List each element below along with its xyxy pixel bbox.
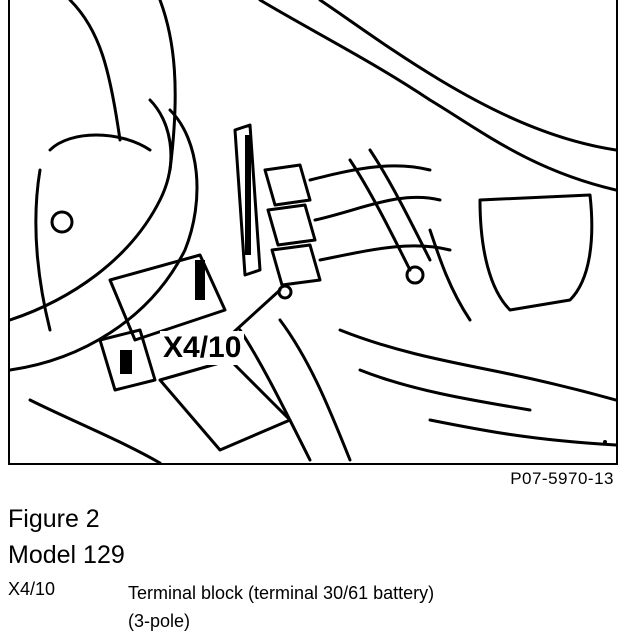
engine-bay-line-drawing [10,0,616,463]
figure-title: Figure 2 [8,505,100,533]
component-callout-x4-10: X4/10 [160,331,245,365]
engine-bay-illustration: X4/10 [8,0,618,465]
model-title: Model 129 [8,541,125,569]
figure-reference-code: P07-5970-13 [510,469,614,488]
legend-description-line-2: (3-pole) [128,611,191,631]
legend-key: X4/10 [8,579,56,599]
legend-description-line-1: Terminal block (terminal 30/61 battery) [128,583,435,603]
legend-description: Terminal block (terminal 30/61 battery) … [128,579,608,635]
